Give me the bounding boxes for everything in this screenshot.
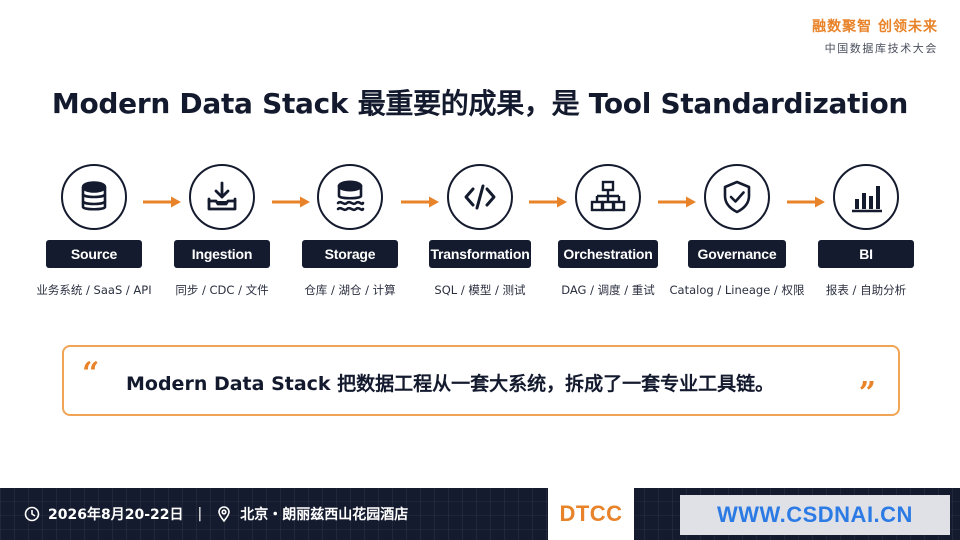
- clock-icon: [24, 506, 40, 522]
- step-icon-circle: [61, 164, 127, 230]
- step-description: SQL / 模型 / 测试: [434, 283, 526, 297]
- step-label: Transformation: [429, 240, 531, 268]
- step-label: Orchestration: [558, 240, 658, 268]
- pipeline-step-storage: Storage 仓库 / 湖仓 / 计算: [280, 164, 420, 298]
- partner-watermark: WWW.CSDNAI.CN: [680, 495, 950, 535]
- pipeline-step-ingestion: Ingestion 同步 / CDC / 文件: [152, 164, 292, 298]
- arrow-right-icon: [787, 196, 825, 208]
- open-quote-icon: “: [82, 356, 100, 391]
- quote-callout: “ Modern Data Stack 把数据工程从一套大系统，拆成了一套专业工…: [62, 345, 900, 416]
- footer-separator: |: [197, 506, 203, 522]
- step-label: Ingestion: [174, 240, 270, 268]
- arrow-right-icon: [658, 196, 696, 208]
- dtcc-logo-text: DTCC: [559, 501, 623, 526]
- step-label: Storage: [302, 240, 398, 268]
- step-icon-circle: [575, 164, 641, 230]
- step-description: 同步 / CDC / 文件: [175, 283, 269, 297]
- pipeline-step-source: Source 业务系统 / SaaS / API: [24, 164, 164, 298]
- code-icon: [464, 184, 496, 210]
- data-stack-pipeline: Source 业务系统 / SaaS / API Ingestion 同步 / …: [0, 164, 960, 314]
- download-tray-icon: [207, 181, 237, 211]
- arrow-right-icon: [272, 196, 310, 208]
- storage-lake-icon: [336, 180, 365, 212]
- dtcc-logo: DTCC: [548, 488, 634, 540]
- step-icon-circle: [447, 164, 513, 230]
- bar-chart-icon: [852, 186, 882, 213]
- conference-brand: 融数聚智 创领未来 中国数据库技术大会: [788, 16, 938, 56]
- arrow-right-icon: [529, 196, 567, 208]
- watermark-text: WWW.CSDNAI.CN: [717, 502, 913, 527]
- brand-subtitle: 中国数据库技术大会: [824, 42, 938, 55]
- pipeline-step-transformation: Transformation SQL / 模型 / 测试: [410, 164, 550, 298]
- event-location: 北京・朗丽兹西山花园酒店: [240, 507, 409, 523]
- step-description: DAG / 调度 / 重试: [561, 283, 655, 297]
- step-description: 报表 / 自助分析: [825, 283, 907, 297]
- step-icon-circle: [189, 164, 255, 230]
- close-quote-icon: ”: [858, 376, 876, 411]
- event-date: 2026年8月20-22日: [48, 507, 184, 523]
- step-description: Catalog / Lineage / 权限: [669, 283, 805, 297]
- flowchart-icon: [590, 180, 626, 212]
- location-pin-icon: [218, 506, 231, 522]
- pipeline-step-bi: BI 报表 / 自助分析: [796, 164, 936, 298]
- step-icon-circle: [317, 164, 383, 230]
- pipeline-step-governance: Governance Catalog / Lineage / 权限: [667, 164, 807, 298]
- step-icon-circle: [833, 164, 899, 230]
- step-icon-circle: [704, 164, 770, 230]
- shield-check-icon: [723, 180, 751, 214]
- database-icon: [81, 181, 107, 211]
- arrow-right-icon: [143, 196, 181, 208]
- step-label: Governance: [688, 240, 786, 268]
- quote-text: Modern Data Stack 把数据工程从一套大系统，拆成了一套专业工具链…: [126, 373, 775, 395]
- arrow-right-icon: [401, 196, 439, 208]
- step-description: 仓库 / 湖仓 / 计算: [304, 283, 396, 297]
- brand-slogan: 融数聚智 创领未来: [812, 19, 938, 35]
- pipeline-step-orchestration: Orchestration DAG / 调度 / 重试: [538, 164, 678, 298]
- step-label: Source: [46, 240, 142, 268]
- step-label: BI: [818, 240, 914, 268]
- event-info: 2026年8月20-22日 | 北京・朗丽兹西山花园酒店: [24, 504, 408, 524]
- step-description: 业务系统 / SaaS / API: [36, 283, 152, 297]
- slide-title: Modern Data Stack 最重要的成果，是 Tool Standard…: [51, 87, 909, 120]
